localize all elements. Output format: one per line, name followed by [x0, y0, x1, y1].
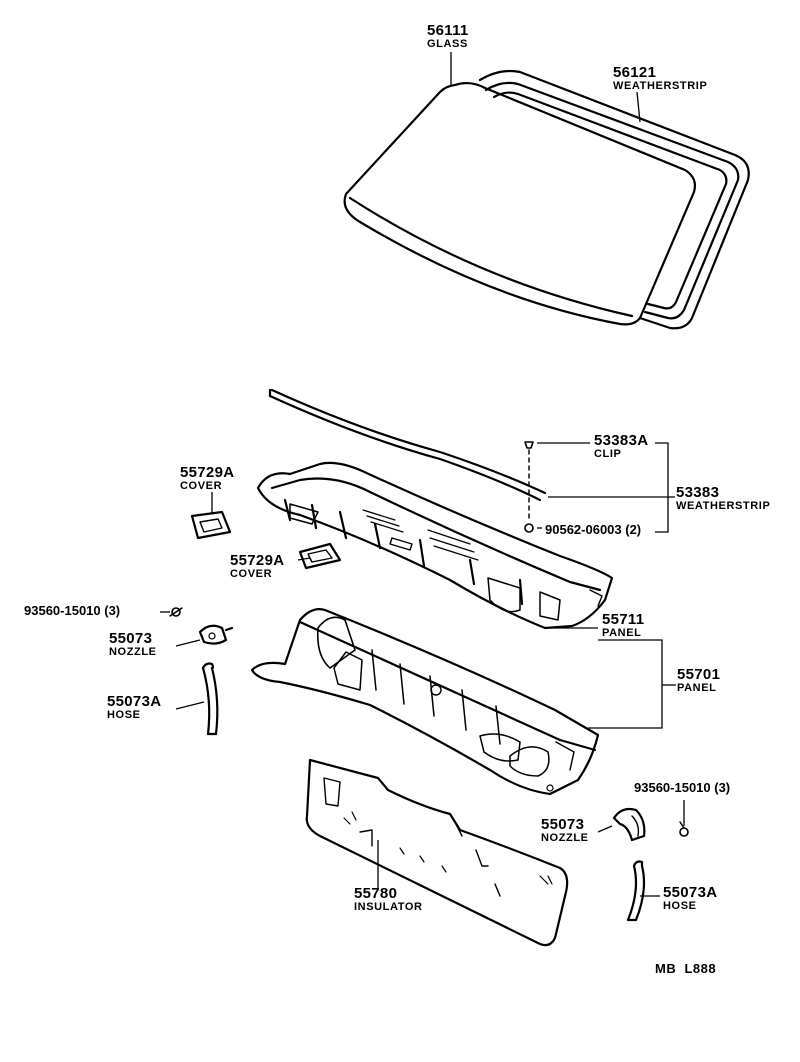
screw-left [169, 607, 183, 617]
cowl-weatherstrip [268, 388, 547, 502]
label-cover-left: 55729A COVER [180, 465, 234, 492]
insulator [305, 758, 569, 947]
label-clip: 53383A CLIP [594, 433, 648, 460]
part-name: HOSE [107, 709, 141, 721]
windshield-glass [343, 81, 697, 326]
label-glass: 56111 GLASS [427, 23, 469, 50]
label-nozzle-left: 55073 NOZZLE [109, 631, 157, 658]
part-number: 55729A [180, 464, 235, 481]
part-number: 55780 [354, 885, 398, 902]
part-name: COVER [180, 480, 223, 492]
label-insulator: 55780 INSULATOR [354, 886, 423, 913]
label-hose-right: 55073A HOSE [663, 885, 717, 912]
hose-left [201, 662, 219, 736]
label-screw-left: 93560-15010 (3) [24, 604, 120, 617]
screw-right [679, 821, 689, 837]
part-name: WEATHERSTRIP [613, 80, 708, 92]
part-name: COVER [230, 568, 273, 580]
nozzle-right [612, 807, 646, 842]
part-name: NOZZLE [541, 832, 589, 844]
part-number: 56111 [427, 22, 469, 39]
clip-and-screw [524, 441, 534, 533]
part-number: 56121 [613, 64, 657, 81]
part-name: WEATHERSTRIP [676, 500, 771, 512]
windshield-weatherstrip [478, 69, 750, 330]
part-number: 90562-06003 (2) [545, 522, 642, 537]
part-number: 55073 [541, 816, 585, 833]
part-number: 53383 [676, 484, 720, 501]
label-panel-upper: 55711 PANEL [602, 612, 644, 639]
label-panel-assy: 55701 PANEL [677, 667, 720, 694]
part-name: PANEL [602, 627, 642, 639]
part-name: HOSE [663, 900, 697, 912]
part-number: 55711 [602, 611, 645, 628]
part-number: 55073A [107, 693, 162, 710]
label-nozzle-right: 55073 NOZZLE [541, 817, 589, 844]
label-screw-right: 93560-15010 (3) [634, 781, 730, 794]
part-number: 55073 [109, 630, 153, 647]
label-cover-center: 55729A COVER [230, 553, 284, 580]
part-name: GLASS [427, 38, 468, 50]
label-weatherstrip-glass: 56121 WEATHERSTRIP [613, 65, 707, 92]
part-name: NOZZLE [109, 646, 157, 658]
part-number: 55729A [230, 552, 285, 569]
label-screw: 90562-06003 (2) [545, 523, 641, 536]
upper-cowl-panel [256, 461, 614, 630]
part-name: PANEL [677, 682, 717, 694]
part-number: 93560-15010 (3) [24, 603, 121, 618]
part-number: 93560-15010 (3) [634, 780, 731, 795]
part-number: 55701 [677, 666, 721, 683]
leader-lines [160, 52, 685, 897]
diagram-code: MB L888 [655, 961, 717, 976]
hose-right [626, 860, 646, 922]
part-name: INSULATOR [354, 901, 423, 913]
part-name: CLIP [594, 448, 622, 460]
cover-left [190, 510, 232, 540]
lower-cowl-panel [250, 608, 600, 796]
label-weatherstrip-cowl: 53383 WEATHERSTRIP [676, 485, 770, 512]
part-number: 55073A [663, 884, 718, 901]
cover-center [298, 542, 342, 570]
label-hose-left: 55073A HOSE [107, 694, 161, 721]
part-number: 53383A [594, 432, 649, 449]
nozzle-left [198, 624, 234, 645]
